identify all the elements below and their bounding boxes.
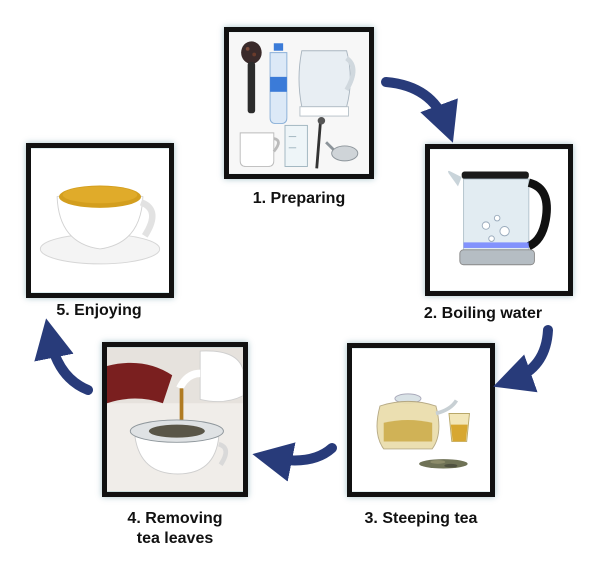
pouring-teapot-icon: [176, 350, 243, 422]
teacup-with-strainer-icon: [129, 419, 229, 475]
tea-strainer-icon: [325, 141, 359, 162]
arrow-steeping-to-removing: [252, 442, 337, 482]
step-5-label: 5. Enjoying: [56, 302, 142, 319]
cup-of-tea-illustration: [31, 148, 169, 293]
step-3-label: 3. Steeping tea: [364, 510, 478, 527]
step-boiling-water-image: [425, 144, 573, 296]
thermometer-icon: [315, 117, 326, 169]
step-1-label: 1. Preparing: [252, 190, 346, 207]
teacup-icon: [39, 185, 161, 265]
teapot-icon: [376, 393, 459, 450]
measuring-glass-icon: [284, 124, 308, 167]
tea-glass-icon: [448, 413, 471, 442]
step-enjoying-image: [26, 143, 174, 298]
step-4-label-line-2: tea leaves: [136, 530, 214, 547]
step-preparing-image: [224, 27, 374, 179]
step-2-label: 2. Boiling water: [423, 305, 543, 322]
glass-kettle-icon: [448, 170, 551, 266]
steeping-teapot-illustration: [352, 348, 490, 492]
step-steeping-tea-image: [347, 343, 495, 497]
step-4-label-line-1: 4. Removing: [127, 510, 223, 527]
arrow-boiling-to-steeping: [493, 325, 553, 393]
tea-spoon-icon: [241, 41, 262, 114]
cup-icon: [239, 132, 280, 167]
step-removing-tea-leaves-image: [102, 342, 248, 497]
arrow-preparing-to-boiling: [381, 77, 458, 143]
kettle-icon: [298, 50, 356, 117]
arrow-removing-to-enjoying: [34, 318, 93, 395]
loose-tea-leaves-icon: [419, 459, 468, 469]
boiling-kettle-illustration: [430, 149, 568, 291]
preparing-supplies-illustration: [229, 32, 369, 174]
removing-leaves-illustration: [107, 347, 243, 492]
water-bottle-icon: [269, 43, 288, 124]
